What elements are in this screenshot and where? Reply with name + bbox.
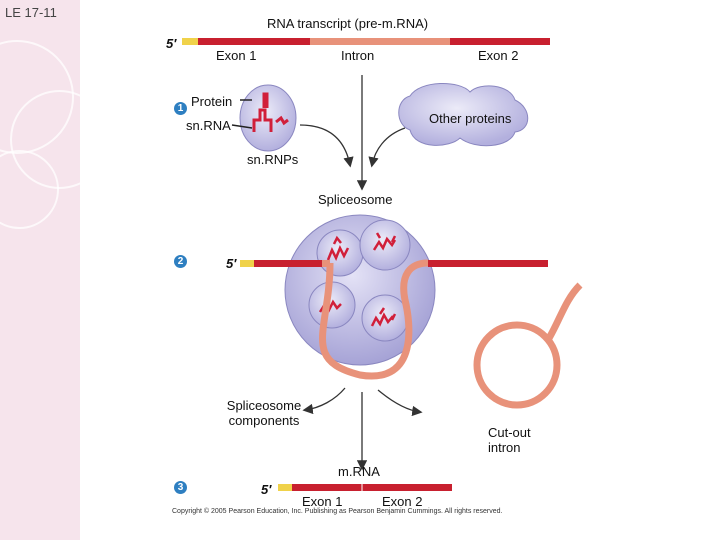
cut-out-intron [473, 282, 583, 409]
intron-segment [310, 38, 450, 45]
cut-out-intron-label: Cut-out intron [488, 425, 531, 455]
step-badge-2: 2 [174, 255, 187, 268]
snrna-squiggle [252, 92, 289, 132]
intron-label: Intron [341, 48, 375, 63]
five-prime-label: 5′ [166, 36, 177, 51]
exon1-label: Exon 1 [216, 48, 257, 63]
spliceosome-complex [284, 214, 436, 366]
spliceosome-components-label: Spliceosome components [226, 398, 302, 428]
arrow-from-snrnp [299, 124, 354, 168]
sidebar-decoration [0, 0, 80, 540]
copyright-notice: Copyright © 2005 Pearson Education, Inc.… [172, 508, 503, 515]
exon1-segment [198, 38, 310, 45]
snrna-pointer [231, 124, 253, 129]
five-prime-cap [182, 38, 198, 45]
pre-mrna-strand [182, 38, 550, 45]
exon2-segment [450, 38, 550, 45]
five-prime-label: 5′ [261, 482, 272, 497]
slide-title: LE 17-11 [5, 5, 57, 20]
step-badge-3: 3 [174, 481, 187, 494]
snrnps-label: sn.RNPs [247, 152, 299, 167]
snrna-label: sn.RNA [186, 118, 231, 133]
other-proteins-blob [398, 82, 529, 147]
exon1-final-label: Exon 1 [302, 494, 343, 509]
spliceosome-label: Spliceosome [318, 192, 393, 207]
exon2-final-label: Exon 2 [382, 494, 423, 509]
exon2-label: Exon 2 [478, 48, 519, 63]
arrow-to-intron [377, 389, 423, 417]
step-badge-1: 1 [174, 102, 187, 115]
mature-mrna [278, 483, 452, 492]
protein-label: Protein [191, 94, 233, 109]
bound-pre-mrna [240, 259, 548, 380]
other-proteins-label: Other proteins [429, 111, 512, 126]
arrow-to-components [302, 387, 346, 415]
arrow-from-proteins [368, 127, 406, 168]
five-prime-label: 5′ [226, 256, 237, 271]
pre-mrna-label: RNA transcript (pre-m.RNA) [267, 16, 429, 31]
snrnp-particle [239, 84, 297, 152]
snrnp-subunit [316, 229, 364, 277]
mrna-label: m.RNA [338, 464, 380, 479]
